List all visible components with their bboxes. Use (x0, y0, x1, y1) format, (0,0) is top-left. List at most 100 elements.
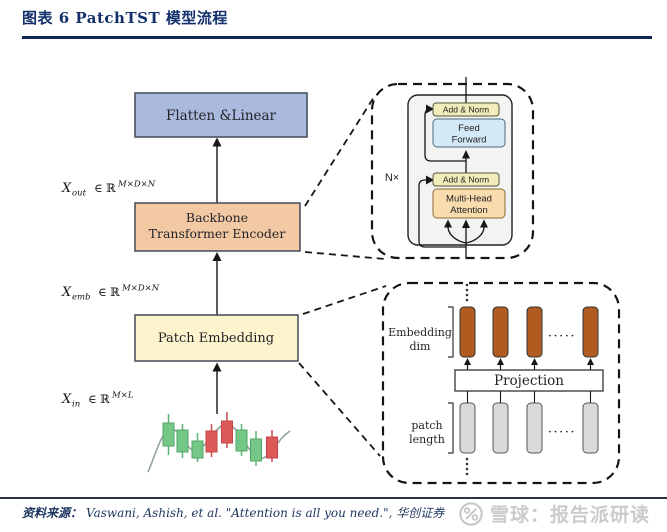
x-in-sub: in (72, 400, 80, 410)
backbone-encoder-box (134, 202, 301, 252)
flatten-linear-box (134, 92, 308, 138)
feed-forward-label-line2: Forward (452, 135, 487, 146)
embedding-detail-dashed-border (381, 281, 621, 485)
x-out-base: X (61, 181, 72, 196)
watermark-text: 雪球：报告派研读 (490, 504, 651, 526)
projection-arrowheads (464, 358, 594, 365)
x-in-sup: M×L (111, 391, 134, 401)
vertical-ellipsis-bottom (465, 457, 469, 476)
flatten-linear-label: Flatten &Linear (166, 108, 277, 124)
patch-length-bar (582, 402, 599, 454)
patch-length-label-line1: patch (411, 419, 442, 432)
x-out-label: X out ∈ ℝ M×D×N (61, 180, 156, 199)
x-in-base: X (61, 392, 72, 407)
attention-branch-left (447, 225, 467, 244)
candlestick-chart (147, 412, 291, 473)
zoom-connectors (298, 96, 387, 457)
candle-body-green (235, 429, 248, 452)
watermark: 雪球：报告派研读 (458, 500, 650, 527)
embedding-dim-label-line2: dim (410, 340, 432, 353)
source-line: 资料来源：Vaswani, Ashish, et al. "Attention … (22, 504, 444, 521)
add-norm-top-label: Add & Norm (443, 105, 489, 115)
encoder-detail-panel: Add & Norm Feed Forward Add & Norm Multi… (370, 77, 535, 260)
embedding-detail-panel: ····· Embedding dim Projection (381, 281, 621, 485)
x-out-sup: M×D×N (117, 180, 156, 190)
projection-box (454, 369, 604, 392)
residual-skip-lower (418, 179, 466, 248)
projection-arrows (466, 364, 592, 370)
x-emb-sub: emb (72, 293, 91, 303)
patch-length-label-line2: length (409, 433, 445, 446)
encoder-arrowhead (462, 219, 470, 228)
patch-length-bars (459, 402, 599, 454)
encoder-arrowhead (426, 175, 434, 185)
feed-forward-label-line1: Feed (458, 123, 480, 134)
candle-body-green (176, 429, 189, 453)
multi-head-attention-box (432, 188, 506, 219)
add-norm-bottom-box (432, 172, 500, 187)
x-out-sub: out (72, 189, 87, 199)
embedding-dim-bar (492, 306, 509, 358)
dots-top: ····· (548, 329, 576, 344)
encoder-arrowhead (426, 104, 434, 114)
patch-embedding-box (134, 314, 299, 362)
zoom-connector-line (304, 96, 375, 207)
x-emb-mid: ∈ ℝ (98, 285, 120, 299)
patch-to-projection-lines (466, 391, 592, 403)
encoder-arrowhead (462, 150, 470, 159)
patch-embedding-label: Patch Embedding (158, 331, 274, 346)
source-text: Vaswani, Ashish, et al. "Attention is al… (86, 506, 445, 520)
candle-body-red (205, 430, 218, 453)
xueqiu-logo-icon (459, 501, 483, 526)
embedding-dim-bar (526, 306, 543, 358)
candle-body-green (162, 422, 175, 447)
x-emb-base: X (61, 285, 72, 300)
backbone-label-line2: Transformer Encoder (149, 226, 286, 241)
figure-title: 图表 6 PatchTST 模型流程 (22, 9, 228, 27)
embedding-dim-bar (582, 306, 599, 358)
x-out-mid: ∈ ℝ (94, 181, 116, 195)
attention-branch-right (465, 225, 485, 244)
patch-length-bar (459, 402, 476, 454)
vertical-ellipsis-top (465, 283, 469, 302)
projection-label: Projection (494, 373, 564, 389)
encoder-arrowhead (480, 219, 488, 228)
candle-body-red (221, 420, 233, 444)
flow-arrowhead (212, 362, 222, 372)
flow-arrowhead (212, 137, 222, 147)
add-norm-top-box (432, 102, 500, 117)
flow-arrowhead (212, 252, 222, 261)
x-in-mid: ∈ ℝ (88, 392, 110, 406)
x-in-label: X in ∈ ℝ M×L (61, 391, 134, 410)
encoder-inner-box (407, 94, 513, 246)
embedding-dim-bar (459, 306, 476, 358)
attention-label-line2: Attention (450, 205, 488, 216)
patch-length-bracket (448, 402, 454, 454)
footer-rule (0, 497, 667, 499)
repeat-n-label: N× (385, 172, 399, 184)
embedding-dim-bracket (448, 306, 454, 358)
main-flow: Flatten &Linear Backbone Transformer Enc… (61, 92, 308, 414)
embedding-dim-label-line1: Embedding (388, 326, 452, 339)
attention-label-line1: Multi-Head (446, 194, 492, 205)
embedding-dim-bars (459, 306, 599, 358)
encoder-detail-dashed-border (370, 82, 535, 260)
x-emb-label: X emb ∈ ℝ M×D×N (61, 284, 160, 303)
x-emb-sup: M×D×N (121, 284, 160, 294)
title-rule (22, 36, 652, 39)
patch-length-bar (526, 402, 543, 454)
add-norm-bottom-label: Add & Norm (443, 175, 489, 185)
zoom-connector-line (304, 251, 386, 260)
feed-forward-box (432, 118, 506, 148)
candle-body-green (250, 438, 262, 462)
dots-bottom: ····· (548, 425, 576, 440)
encoder-arrowhead (444, 219, 452, 228)
patch-length-bar (492, 402, 509, 454)
candle-body-red (266, 436, 278, 459)
source-prefix: 资料来源： (22, 506, 83, 520)
zoom-connector-line (298, 362, 381, 457)
zoom-connector-line (302, 285, 387, 315)
candle-body-green (191, 440, 204, 459)
